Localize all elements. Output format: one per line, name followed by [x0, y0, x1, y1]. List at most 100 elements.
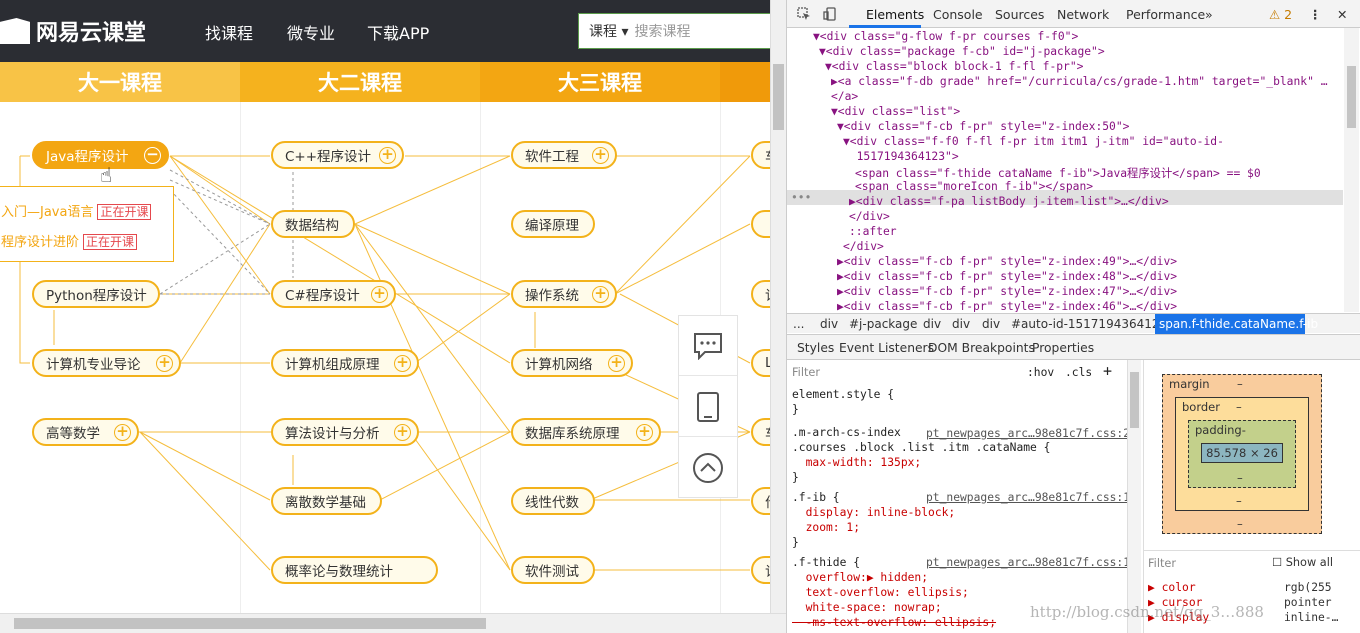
expand-icon[interactable]: +: [379, 147, 396, 164]
breadcrumb-item[interactable]: #auto-id-1517194364123: [1011, 317, 1168, 331]
course-node-cs-intro[interactable]: 计算机专业导论+: [32, 349, 181, 377]
tab-console[interactable]: Console: [933, 7, 983, 22]
dom-tree-line[interactable]: ▼<div class="list">: [831, 105, 961, 118]
styles-filter-input[interactable]: Filter: [792, 366, 820, 379]
tab-network[interactable]: Network: [1057, 7, 1110, 22]
breadcrumb-selected[interactable]: span.f-thide.cataName.f-ib: [1155, 314, 1318, 334]
expand-icon[interactable]: +: [394, 355, 411, 372]
course-node-partial[interactable]: 记: [751, 280, 770, 308]
search-input[interactable]: 搜索课程: [634, 24, 691, 40]
course-node-partial[interactable]: 车: [751, 141, 770, 169]
close-icon[interactable]: ✕: [1337, 7, 1348, 22]
course-node-algorithms[interactable]: 算法设计与分析+: [271, 418, 419, 446]
expand-icon[interactable]: +: [592, 286, 609, 303]
tab-performance[interactable]: Performance: [1126, 7, 1206, 22]
style-rule-line[interactable]: overflow:▶ hidden;: [792, 571, 929, 584]
popup-course-title[interactable]: 程序设计进阶: [1, 235, 80, 250]
chat-icon[interactable]: [679, 316, 737, 376]
course-node-software-eng[interactable]: 软件工程+: [511, 141, 617, 169]
dom-tree-line[interactable]: ▶<div class="f-pa listBody j-item-list">…: [849, 195, 1169, 208]
style-rule-line[interactable]: }: [792, 471, 799, 484]
course-node-partial[interactable]: 记: [751, 556, 770, 584]
course-node-calculus[interactable]: 高等数学+: [32, 418, 139, 446]
style-rule-line[interactable]: }: [792, 536, 799, 549]
site-logo[interactable]: 网易云课堂: [0, 14, 146, 48]
page-horizontal-scrollbar[interactable]: [0, 613, 786, 633]
page-vertical-scrollbar[interactable]: [770, 0, 786, 613]
course-node-software-testing[interactable]: 软件测试: [511, 556, 595, 584]
stylesheet-link[interactable]: pt_newpages_arc…98e81c7f.css:1: [926, 556, 1127, 569]
breadcrumb-item[interactable]: ...: [793, 317, 805, 331]
collapse-icon[interactable]: −: [144, 147, 161, 164]
expand-icon[interactable]: +: [114, 424, 131, 441]
dom-tree-line[interactable]: ▼<div class="g-flow f-pr courses f-f0">: [813, 30, 1079, 43]
dom-tree-line[interactable]: </div>: [849, 210, 890, 223]
class-toggle[interactable]: .cls: [1065, 366, 1093, 379]
year-1-tab[interactable]: 大一课程: [0, 62, 240, 102]
dom-tree-line[interactable]: 1517194364123">: [843, 150, 959, 163]
expand-icon[interactable]: +: [394, 424, 411, 441]
search-category-dropdown[interactable]: 课程 ▾: [589, 24, 629, 40]
scrollbar-thumb[interactable]: [1130, 372, 1139, 428]
breadcrumb-item[interactable]: div: [952, 317, 971, 331]
nav-micro-major[interactable]: 微专业: [287, 24, 336, 43]
course-node-partial[interactable]: 作: [751, 487, 770, 515]
nav-find-course[interactable]: 找课程: [205, 24, 254, 43]
course-node-networks[interactable]: 计算机网络+: [511, 349, 633, 377]
menu-kebab-icon[interactable]: ⋮: [1309, 7, 1322, 22]
hover-state-toggle[interactable]: :hov: [1027, 366, 1055, 379]
expand-icon[interactable]: +: [636, 424, 653, 441]
tab-properties[interactable]: Properties: [1032, 341, 1095, 355]
scrollbar-thumb[interactable]: [1347, 66, 1356, 128]
tab-event-listeners[interactable]: Event Listeners: [839, 341, 935, 355]
scrollbar-thumb[interactable]: [14, 618, 486, 629]
course-node-cpp[interactable]: C++程序设计+: [271, 141, 404, 169]
style-rule-line[interactable]: element.style {: [792, 388, 895, 401]
style-rule-line[interactable]: .m-arch-cs-index: [792, 426, 901, 439]
show-all-checkbox[interactable]: ☐ Show all: [1272, 556, 1333, 569]
dom-tree-line[interactable]: ▼<div class="f-f0 f-fl f-pr itm itm1 j-i…: [843, 135, 1224, 148]
inspect-element-icon[interactable]: [797, 7, 811, 24]
search-box[interactable]: 课程 ▾ 搜索课程: [578, 13, 770, 49]
elements-scrollbar[interactable]: [1344, 28, 1359, 312]
course-node-partial[interactable]: [751, 210, 770, 238]
style-rule-line[interactable]: .f-thide {: [792, 556, 861, 569]
dom-tree-line[interactable]: ▶<div class="f-cb f-pr" style="z-index:4…: [837, 255, 1178, 268]
expand-icon[interactable]: +: [592, 147, 609, 164]
expand-icon[interactable]: +: [371, 286, 388, 303]
computed-filter-input[interactable]: Filter: [1148, 557, 1176, 570]
course-node-compilers[interactable]: 编译原理: [511, 210, 595, 238]
stylesheet-link[interactable]: pt_newpages_arc…98e81c7f.css:1: [926, 491, 1127, 504]
popup-course-item[interactable]: 入门—Java语言正在开课: [1, 201, 152, 220]
style-rule-line[interactable]: white-space: nowrap;: [792, 601, 942, 614]
scroll-top-icon[interactable]: [679, 438, 737, 498]
course-node-data-structures[interactable]: 数据结构: [271, 210, 355, 238]
course-node-database[interactable]: 数据库系统原理+: [511, 418, 661, 446]
elements-dom-tree[interactable]: ••• ▼<div class="g-flow f-pr courses f-f…: [787, 28, 1347, 312]
dom-tree-line[interactable]: </a>: [831, 90, 859, 103]
style-rule-line[interactable]: zoom: 1;: [792, 521, 861, 534]
styles-scrollbar[interactable]: [1127, 360, 1141, 633]
style-rule-line[interactable]: display: inline-block;: [792, 506, 956, 519]
device-toolbar-icon[interactable]: [823, 7, 837, 24]
dom-tree-line[interactable]: ▶<div class="f-cb f-pr" style="z-index:4…: [837, 285, 1178, 298]
tab-dom-breakpoints[interactable]: DOM Breakpoints: [928, 341, 1035, 355]
course-node-probability[interactable]: 概率论与数理统计: [271, 556, 438, 584]
year-3-tab[interactable]: 大三课程: [480, 62, 720, 102]
dom-tree-line[interactable]: ::after: [849, 225, 897, 238]
dom-tree-line[interactable]: <span class="moreIcon f-ib"></span>: [855, 180, 1094, 193]
style-rule-line[interactable]: .courses .block .list .itm .cataName {: [792, 441, 1051, 454]
warning-count-badge[interactable]: ⚠ 2: [1269, 7, 1293, 22]
dom-tree-line[interactable]: ▶<a class="f-db grade" href="/curricula/…: [831, 75, 1328, 88]
style-rule-line[interactable]: text-overflow: ellipsis;: [792, 586, 969, 599]
nav-download-app[interactable]: 下载APP: [367, 24, 430, 43]
course-node-java[interactable]: Java程序设计−: [32, 141, 169, 169]
course-node-discrete-math[interactable]: 离散数学基础: [271, 487, 382, 515]
styles-pane[interactable]: Filter :hov .cls + element.style {}.m-ar…: [787, 360, 1127, 633]
popup-course-item[interactable]: 程序设计进阶正在开课: [1, 231, 138, 250]
style-rule-line[interactable]: -ms-text-overflow: ellipsis;: [792, 616, 997, 629]
style-rule-line[interactable]: max-width: 135px;: [792, 456, 922, 469]
